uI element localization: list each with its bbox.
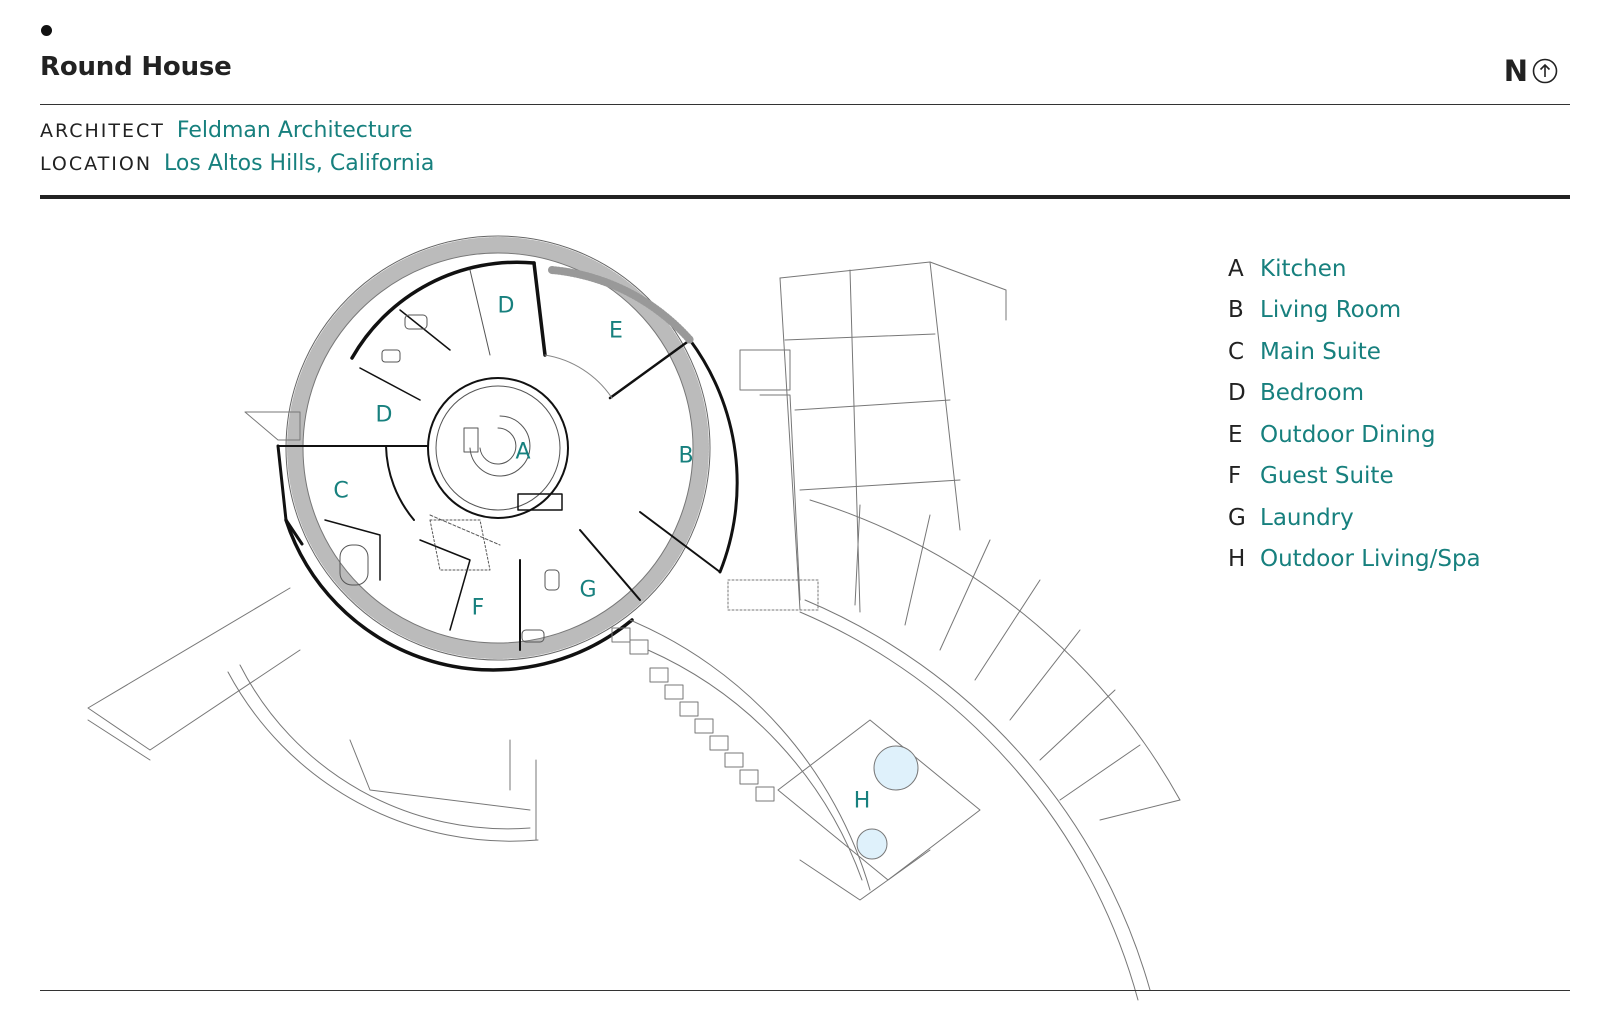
legend-name: Outdoor Dining [1260,421,1436,448]
legend-letter: H [1228,546,1246,573]
legend-item: F Guest Suite [1228,456,1481,498]
legend-letter: B [1228,297,1244,324]
legend-letter: E [1228,421,1243,448]
drive-segments [854,504,1141,801]
footer-divider [40,990,1570,991]
stepping-stones [611,627,775,802]
legend-letter: F [1228,463,1242,490]
architect-label: ARCHITECT [40,120,165,142]
legend-item: B Living Room [1228,290,1481,332]
location-label: LOCATION [40,153,153,175]
bullet-dot [41,25,52,36]
room-label-a: A [515,440,530,465]
architect-value[interactable]: Feldman Architecture [176,118,413,143]
deck-hatching [287,237,709,659]
north-arrow-icon [1532,58,1558,84]
legend-letter: C [1228,338,1245,365]
legend-name: Guest Suite [1260,463,1394,490]
room-label-d-north: D [498,294,515,319]
pool-large [873,745,919,791]
location-value[interactable]: Los Altos Hills, California [164,151,435,176]
room-label-f: F [472,596,485,621]
legend-item: D Bedroom [1228,373,1481,415]
legend-item: E Outdoor Dining [1228,414,1481,456]
room-label-e: E [609,319,623,344]
legend-name: Living Room [1260,297,1402,324]
legend-name: Outdoor Living/Spa [1260,546,1481,573]
legend-item: H Outdoor Living/Spa [1228,539,1481,581]
north-indicator: N [1504,54,1558,88]
legend-letter: A [1228,255,1244,282]
north-letter: N [1503,54,1528,88]
pool-small [856,828,888,860]
room-label-h: H [854,789,871,814]
legend-item: A Kitchen [1228,248,1481,290]
legend-name: Bedroom [1260,380,1365,407]
legend-item: C Main Suite [1228,331,1481,373]
legend-letter: G [1228,504,1246,531]
legend-name: Kitchen [1260,255,1347,282]
legend-item: G Laundry [1228,497,1481,539]
room-label-b: B [678,444,693,469]
legend-name: Main Suite [1260,338,1381,365]
legend-name: Laundry [1260,504,1354,531]
header-divider [40,104,1570,105]
page-title: Round House [40,52,232,82]
room-label-d-west: D [376,403,393,428]
location-row: LOCATION Los Altos Hills, California [40,151,434,176]
room-label-g: G [579,578,596,603]
room-label-c: C [333,479,348,504]
architect-row: ARCHITECT Feldman Architecture [40,118,413,143]
meta-divider [40,195,1570,199]
room-legend: A Kitchen B Living Room C Main Suite D Bedro… [1228,248,1481,580]
plan-linework [87,235,1181,1001]
legend-letter: D [1228,380,1246,407]
